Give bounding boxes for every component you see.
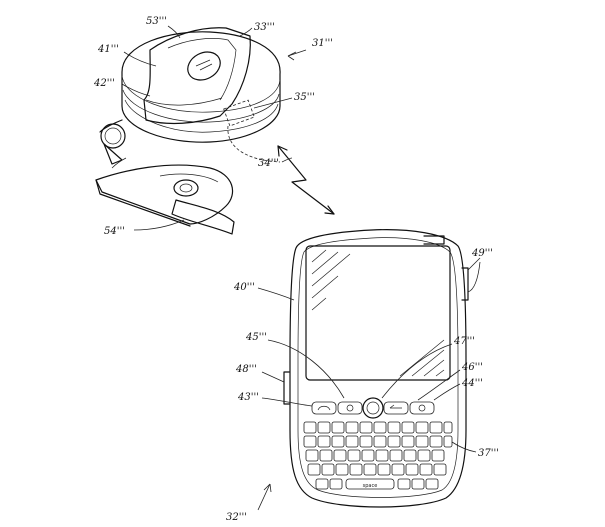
call-key [311, 401, 337, 415]
keyboard: space [303, 421, 453, 490]
label-54: 54''' [104, 226, 125, 237]
side-button-left [283, 371, 290, 405]
reference-numerals: 53''' 33''' 31''' 41''' 42''' 35''' 34''… [93, 16, 499, 523]
label-48: 48''' [235, 364, 257, 375]
label-33: 33''' [254, 22, 275, 33]
holster-device [95, 27, 281, 235]
phone-body [289, 229, 467, 508]
tether-ring [100, 123, 126, 149]
label-44: 44''' [461, 378, 483, 389]
space-key [345, 478, 395, 490]
phone-screen [305, 245, 451, 381]
tether [99, 119, 123, 133]
top-button [423, 235, 445, 245]
side-button-right [461, 267, 469, 301]
screen-hatching [311, 249, 445, 377]
smartphone: space [283, 229, 469, 508]
sensor-lead [227, 125, 281, 163]
belt-clip [143, 27, 251, 125]
label-37: 37''' [478, 448, 499, 459]
bolt-arrowhead [324, 205, 335, 215]
label-42: 42''' [93, 78, 115, 89]
label-32: 32''' [226, 512, 247, 523]
menu-key [337, 401, 363, 415]
label-34: 34''' [258, 158, 279, 169]
end-key [409, 401, 435, 415]
leader-lines [121, 25, 481, 511]
clip-strap [95, 157, 235, 235]
label-47: 47''' [453, 336, 475, 347]
trackball [362, 397, 384, 419]
tether-clasp [103, 143, 123, 165]
bolt-arrowhead-top [277, 145, 288, 157]
label-35: 35''' [294, 92, 315, 103]
label-40: 40''' [233, 282, 255, 293]
nav-row [311, 397, 435, 419]
label-49: 49''' [471, 248, 493, 259]
label-46: 46''' [461, 362, 483, 373]
wireless-link-bolt [277, 145, 335, 215]
label-41: 41''' [97, 44, 119, 55]
label-43: 43''' [237, 392, 259, 403]
label-45: 45''' [245, 332, 267, 343]
sensor-box [223, 99, 255, 127]
space-key-label: space [363, 483, 378, 489]
label-31: 31''' [312, 38, 333, 49]
label-53: 53''' [146, 16, 167, 27]
